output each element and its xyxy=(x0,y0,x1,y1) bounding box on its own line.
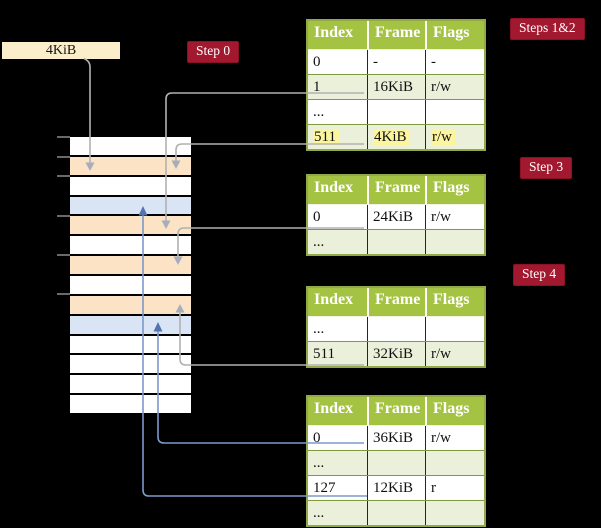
memory-row xyxy=(70,315,191,336)
memory-row xyxy=(70,256,191,277)
table-row: 511 32KiB r/w xyxy=(308,341,484,366)
cell-index: 511 xyxy=(308,125,367,149)
page-table-step-4: Index Frame Flags ... 511 32KiB r/w xyxy=(306,286,486,368)
header-index: Index xyxy=(314,400,354,417)
header-flags: Flags xyxy=(425,288,480,316)
badge-step-0: Step 0 xyxy=(187,41,240,63)
cell-flags xyxy=(425,100,480,124)
badge-steps-1-2: Steps 1&2 xyxy=(510,18,585,40)
cell-index: 0 xyxy=(313,208,321,225)
table-row: ... xyxy=(308,450,484,475)
memory-row xyxy=(70,156,191,177)
table-row: ... xyxy=(308,317,484,341)
table-header-row: Index Frame Flags xyxy=(308,397,484,426)
cell-frame xyxy=(367,501,425,525)
cell-frame: 4KiB xyxy=(367,125,425,149)
memory-row xyxy=(70,236,191,257)
cell-flags: r/w xyxy=(425,205,480,229)
cell-index: ... xyxy=(313,454,325,471)
cell-flags xyxy=(425,230,480,254)
cell-index: 511 xyxy=(313,345,335,362)
cell-frame: 36KiB xyxy=(367,426,425,450)
cell-flags: r/w xyxy=(425,342,480,366)
memory-column xyxy=(70,137,191,414)
cell-flags xyxy=(425,451,480,475)
table-row: 0 24KiB r/w xyxy=(308,205,484,229)
cell-flags xyxy=(425,317,480,341)
header-frame: Frame xyxy=(367,21,425,49)
cell-flags: r xyxy=(425,476,480,500)
cell-frame: 16KiB xyxy=(367,75,425,99)
memory-row xyxy=(70,196,191,217)
memory-row xyxy=(70,276,191,296)
table-header-row: Index Frame Flags xyxy=(308,288,484,317)
header-index: Index xyxy=(314,179,354,196)
cell-index: ... xyxy=(313,504,325,521)
cell-index: 127 xyxy=(313,479,336,496)
header-flags: Flags xyxy=(425,21,480,49)
table-row: 0 - - xyxy=(308,50,484,74)
badge-step-4: Step 4 xyxy=(513,264,566,286)
page-table-step-3: Index Frame Flags 0 24KiB r/w ... xyxy=(306,174,486,256)
cell-index: 0 xyxy=(313,53,321,70)
cell-frame xyxy=(367,451,425,475)
cell-flags xyxy=(425,501,480,525)
table-row-highlighted: 511 4KiB r/w xyxy=(308,124,484,149)
cell-frame xyxy=(367,317,425,341)
cell-frame: 12KiB xyxy=(367,476,425,500)
table-row: ... xyxy=(308,500,484,525)
memory-row xyxy=(70,176,191,197)
memory-row xyxy=(70,216,191,237)
cell-frame: 24KiB xyxy=(367,205,425,229)
header-index: Index xyxy=(314,24,354,41)
cell-flags: - xyxy=(425,50,480,74)
cell-frame xyxy=(367,100,425,124)
cell-index: ... xyxy=(313,233,325,250)
header-flags: Flags xyxy=(425,397,480,425)
table-row: 0 36KiB r/w xyxy=(308,426,484,450)
cell-frame: 32KiB xyxy=(367,342,425,366)
table-row: 127 12KiB r xyxy=(308,475,484,500)
memory-row xyxy=(70,375,191,396)
cell-frame: - xyxy=(367,50,425,74)
cell-index: ... xyxy=(313,320,325,337)
header-frame: Frame xyxy=(367,176,425,204)
cell-index: ... xyxy=(313,103,325,120)
memory-row xyxy=(70,395,191,414)
table-header-row: Index Frame Flags xyxy=(308,21,484,50)
cell-flags: r/w xyxy=(425,426,480,450)
cell-frame xyxy=(367,230,425,254)
memory-ticks xyxy=(57,136,70,295)
page-table-steps-1-2: Index Frame Flags 0 - - 1 16KiB r/w ... … xyxy=(306,19,486,151)
memory-row xyxy=(70,335,191,356)
header-frame: Frame xyxy=(367,288,425,316)
memory-row xyxy=(70,137,191,157)
page-table-final-level: Index Frame Flags 0 36KiB r/w ... 127 12… xyxy=(306,395,486,527)
cell-index: 1 xyxy=(313,78,321,95)
memory-row xyxy=(70,355,191,376)
table-header-row: Index Frame Flags xyxy=(308,176,484,205)
cell-flags: r/w xyxy=(425,125,480,149)
cell-index: 0 xyxy=(313,429,321,446)
page-table-base-box: 4KiB xyxy=(2,42,120,59)
header-frame: Frame xyxy=(367,397,425,425)
table-row: ... xyxy=(308,99,484,124)
memory-row xyxy=(70,295,191,316)
header-flags: Flags xyxy=(425,176,480,204)
badge-step-3: Step 3 xyxy=(520,157,573,179)
table-row: ... xyxy=(308,229,484,254)
cell-flags: r/w xyxy=(425,75,480,99)
header-index: Index xyxy=(314,291,354,308)
table-row: 1 16KiB r/w xyxy=(308,74,484,99)
